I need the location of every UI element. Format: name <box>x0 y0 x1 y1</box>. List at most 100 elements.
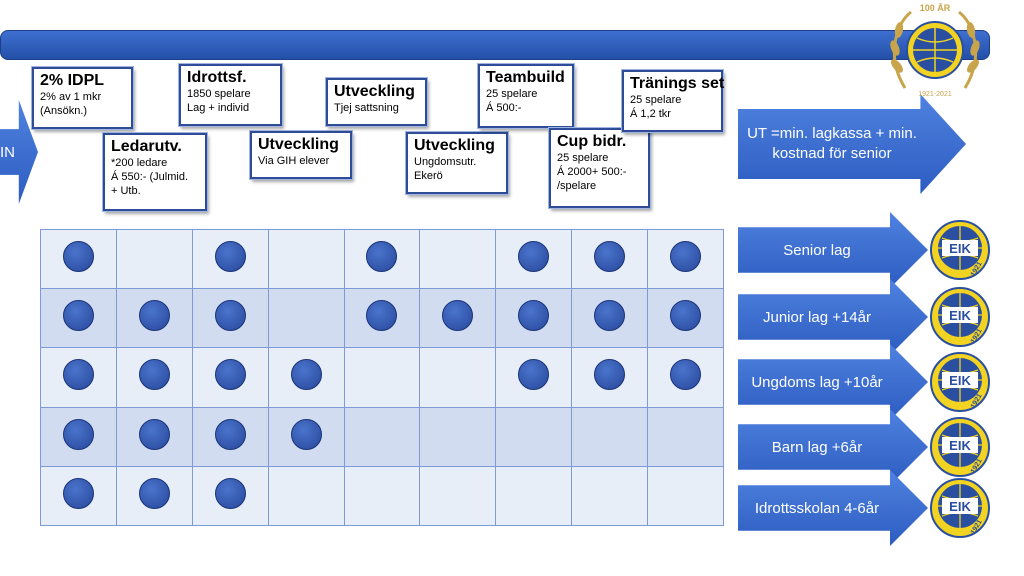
matrix-cell <box>647 347 724 408</box>
cost-item-title: Idrottsf. <box>187 69 247 86</box>
allocation-dot <box>670 241 701 273</box>
eik-logo-text: EIK <box>949 373 971 388</box>
team-arrow: Barn lag +6år <box>738 409 928 485</box>
allocation-dot <box>62 477 94 509</box>
team-arrow: Junior lag +14år <box>738 279 928 355</box>
matrix-cell <box>267 347 345 408</box>
eik-logo-text: EIK <box>949 499 971 514</box>
matrix-cell <box>419 347 497 408</box>
in-label: IN <box>0 143 15 161</box>
matrix-cell <box>419 288 497 349</box>
allocation-dot <box>138 477 170 509</box>
allocation-dot <box>62 359 94 391</box>
top-banner-bar <box>0 30 990 60</box>
matrix-cell <box>495 465 573 527</box>
allocation-dot <box>62 418 94 450</box>
matrix-cell <box>115 228 193 290</box>
matrix-cell <box>419 406 497 467</box>
allocation-dot <box>290 359 322 391</box>
matrix-cell <box>571 347 648 408</box>
team-label: Ungdoms lag +10år <box>751 373 883 391</box>
cost-item-detail: Á 2000+ 500:- <box>557 166 627 178</box>
cost-item-title: 2% IDPL <box>40 72 105 89</box>
allocation-dot <box>214 477 246 509</box>
cost-item-title: Utveckling <box>334 83 415 100</box>
laurel-wreath-icon <box>890 10 980 89</box>
matrix-cell <box>571 288 648 349</box>
cost-item-detail: (Ansökn.) <box>40 105 88 117</box>
allocation-dot <box>594 359 626 391</box>
allocation-dot <box>138 359 170 391</box>
matrix-cell <box>419 228 497 290</box>
matrix-cell <box>419 465 497 527</box>
matrix-cell <box>343 406 421 467</box>
matrix-row <box>40 228 724 290</box>
team-arrow: Idrottsskolan 4-6år <box>738 470 928 546</box>
cost-item-detail: 25 spelare <box>486 88 538 100</box>
cost-item-title: Utveckling <box>414 137 495 154</box>
logo-bottom-text: 1921-2021 <box>918 91 952 98</box>
allocation-dot <box>214 300 246 332</box>
matrix-cell <box>343 347 421 408</box>
matrix-cell <box>267 406 345 467</box>
matrix-cell <box>115 347 193 408</box>
matrix-row <box>40 288 724 349</box>
allocation-dot <box>138 300 170 332</box>
matrix-cell <box>115 288 193 349</box>
team-arrow: Ungdoms lag +10år <box>738 344 928 420</box>
allocation-dot <box>518 241 550 273</box>
cost-item-detail: /spelare <box>557 180 597 192</box>
cost-item-detail: Ekerö <box>414 170 443 182</box>
cost-item-detail: + Utb. <box>111 185 141 197</box>
allocation-dot <box>594 300 626 332</box>
allocation-dot <box>290 418 322 450</box>
matrix-cell <box>343 288 421 349</box>
matrix-cell <box>571 406 648 467</box>
cost-item-detail: Ungdomsutr. <box>414 156 477 168</box>
cost-item-detail: Lag + individ <box>187 102 250 114</box>
matrix-cell <box>343 228 421 290</box>
matrix-cell <box>191 288 269 349</box>
matrix-cell <box>571 228 648 290</box>
cost-item-detail: Á 550:- (Julmid. <box>111 171 189 183</box>
matrix-cell <box>571 465 648 527</box>
matrix-cell <box>267 228 345 290</box>
matrix-cell <box>40 465 117 527</box>
cost-item-title: Utveckling <box>258 136 339 153</box>
matrix-cell <box>191 406 269 467</box>
allocation-dot <box>366 241 398 273</box>
matrix-cell <box>115 465 193 527</box>
cost-item-title: Teambuild <box>486 69 565 86</box>
allocation-dot <box>670 300 701 332</box>
allocation-dot <box>138 418 170 450</box>
logo-top-text: 100 ÅR <box>920 3 951 13</box>
allocation-dot <box>62 300 94 332</box>
eik-logo-text: EIK <box>949 308 971 323</box>
matrix-cell <box>647 288 724 349</box>
eik-logo-text: EIK <box>949 438 971 453</box>
matrix-cell <box>40 288 117 349</box>
allocation-dot <box>214 418 246 450</box>
matrix-cell <box>267 465 345 527</box>
eik-logo-text: EIK <box>949 241 971 256</box>
cost-item-title: Ledarutv. <box>111 138 182 155</box>
allocation-matrix <box>40 228 724 527</box>
cost-item-title: Cup bidr. <box>557 133 627 150</box>
matrix-cell <box>191 347 269 408</box>
team-label: Junior lag +14år <box>763 308 871 326</box>
matrix-cell <box>647 465 724 527</box>
cost-item-detail: Á 500:- <box>486 102 522 114</box>
allocation-dot <box>518 359 550 391</box>
team-label: Idrottsskolan 4-6år <box>754 499 880 517</box>
